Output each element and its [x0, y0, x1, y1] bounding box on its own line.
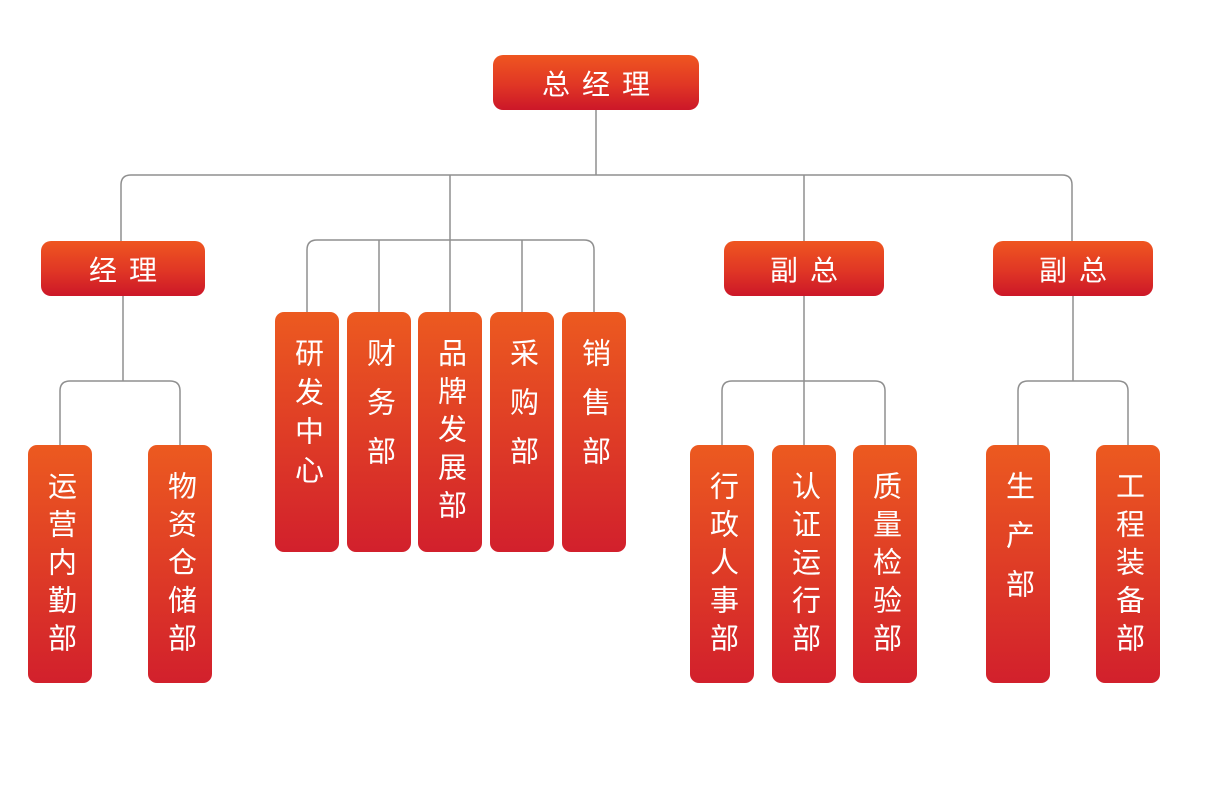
node-admin-hr-dept-label: 行政人事部: [705, 471, 740, 661]
node-engineering-equipment-dept: 工程装备部: [1096, 445, 1160, 683]
node-materials-warehouse-dept-label: 物资仓储部: [163, 471, 198, 661]
node-brand-development-dept-label: 品牌发展部: [433, 338, 468, 528]
node-sales-dept-label: 销售部: [577, 338, 612, 485]
node-certification-operation-dept-label: 认证运行部: [787, 471, 822, 661]
node-production-dept: 生产部: [986, 445, 1050, 683]
node-deputy-gm-1-label: 副总: [769, 253, 850, 287]
node-quality-inspection-dept-label: 质量检验部: [868, 471, 903, 661]
node-manager: 经理: [41, 241, 205, 296]
node-rd-center: 研发中心: [275, 312, 339, 552]
node-operations-admin-dept-label: 运营内勤部: [43, 471, 78, 661]
node-manager-label: 经理: [88, 253, 169, 287]
node-finance-dept-label: 财务部: [362, 338, 397, 485]
node-admin-hr-dept: 行政人事部: [690, 445, 754, 683]
node-deputy-gm-1: 副总: [724, 241, 884, 296]
node-procurement-dept: 采购部: [490, 312, 554, 552]
node-quality-inspection-dept: 质量检验部: [853, 445, 917, 683]
node-general-manager: 总经理: [493, 55, 699, 110]
node-deputy-gm-2-label: 副总: [1038, 253, 1119, 287]
node-operations-admin-dept: 运营内勤部: [28, 445, 92, 683]
node-brand-development-dept: 品牌发展部: [418, 312, 482, 552]
node-deputy-gm-2: 副总: [993, 241, 1153, 296]
node-production-dept-label: 生产部: [1001, 471, 1036, 618]
node-procurement-dept-label: 采购部: [505, 338, 540, 485]
node-materials-warehouse-dept: 物资仓储部: [148, 445, 212, 683]
node-rd-center-label: 研发中心: [290, 338, 325, 494]
node-engineering-equipment-dept-label: 工程装备部: [1111, 471, 1146, 661]
node-sales-dept: 销售部: [562, 312, 626, 552]
node-certification-operation-dept: 认证运行部: [772, 445, 836, 683]
node-general-manager-label: 总经理: [541, 67, 662, 101]
node-finance-dept: 财务部: [347, 312, 411, 552]
